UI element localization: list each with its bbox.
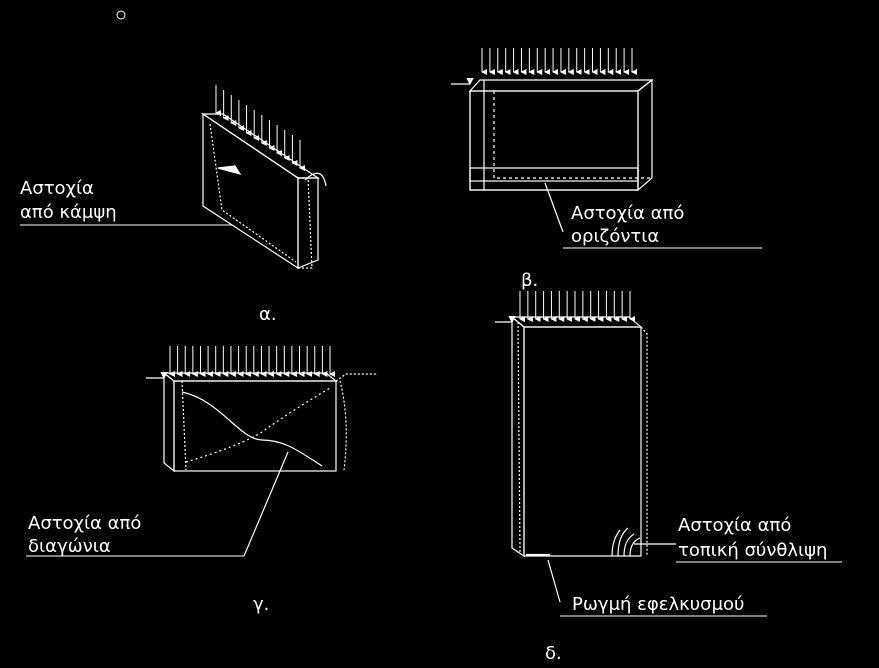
label-b-line1: Αστοχία από (571, 203, 685, 224)
label-underlines (20, 224, 842, 617)
label-d-line2: τοπική σύνθλιψη (678, 540, 828, 561)
figure-d (495, 291, 676, 603)
label-b-line2: οριζόντια (571, 226, 660, 247)
small-circle (116, 10, 126, 20)
label-a-line2: από κάμψη (20, 202, 117, 223)
caption-b: β. (521, 270, 539, 291)
label-g-line1: Αστοχία από (28, 513, 142, 534)
label-g-line2: διαγώνια (28, 536, 111, 557)
figure-a (201, 85, 327, 270)
figure-g (146, 346, 378, 557)
caption-a: α. (259, 304, 277, 325)
label-a-line1: Αστοχία (20, 178, 94, 199)
label-d-crack: Ρωγμή εφελκυσμού (572, 594, 745, 615)
caption-g: γ. (253, 594, 270, 615)
figure-b (451, 48, 654, 233)
label-d-line1: Αστοχία από (678, 515, 792, 536)
caption-d: δ. (545, 643, 562, 664)
